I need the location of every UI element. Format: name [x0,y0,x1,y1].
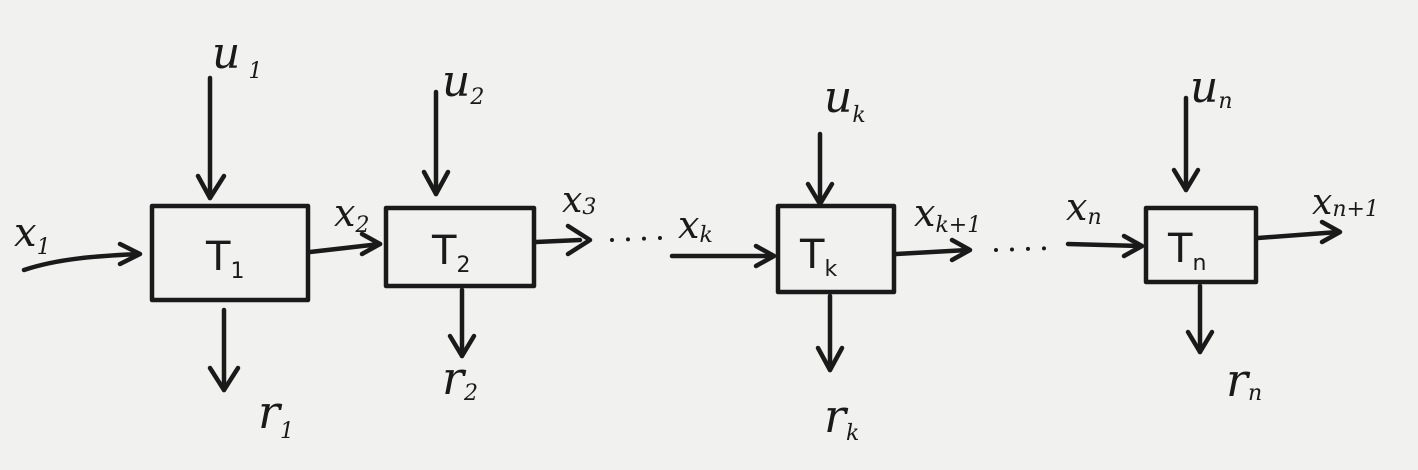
state-label-xk: xk [678,203,713,248]
state-label-xk1: xk+1 [914,191,981,238]
state-arrow-xk1 [893,237,973,263]
input-arrow-un [1171,95,1201,193]
stage-label-n: Tn [1167,226,1206,276]
state-arrow-x2 [307,231,383,257]
output-label-r1: r1 [258,385,294,444]
ellipsis-gap-2 [994,246,1058,252]
input-arrow-u1 [195,75,227,201]
state-arrow-xn [1065,233,1145,259]
state-label-xn1: xn+1 [1312,182,1379,223]
state-label-x2: x2 [334,191,369,238]
state-arrow-xn1 [1255,219,1343,245]
state-label-x3: x3 [562,180,596,221]
state-label-x1: x1 [14,210,51,260]
output-label-rk: rk [824,389,859,446]
output-label-r2: r2 [442,351,478,406]
input-arrow-uk [805,131,835,207]
input-arrow-u2 [421,89,451,197]
output-label-rn: rn [1226,353,1262,407]
input-label-uk: uk [824,72,866,128]
input-label-un: un [1190,62,1233,114]
ellipsis-gap-1 [610,236,662,242]
stage-label-1: T1 [205,234,244,284]
output-arrow-rn [1185,283,1215,355]
input-label-u2: u2 [442,56,484,110]
stage-label-2: T2 [431,228,470,278]
state-arrow-x1 [21,241,143,273]
output-arrow-r2 [447,287,477,359]
stage-box-2 [383,205,537,289]
stage-label-k: Tk [799,232,837,282]
output-arrow-rk [815,293,845,373]
state-label-xn: xn [1066,185,1102,230]
stage-box-k [775,203,897,295]
state-arrow-xk [669,243,777,269]
stage-box-n [1143,205,1259,285]
output-arrow-r1 [207,307,241,393]
state-arrow-x3 [533,223,593,257]
